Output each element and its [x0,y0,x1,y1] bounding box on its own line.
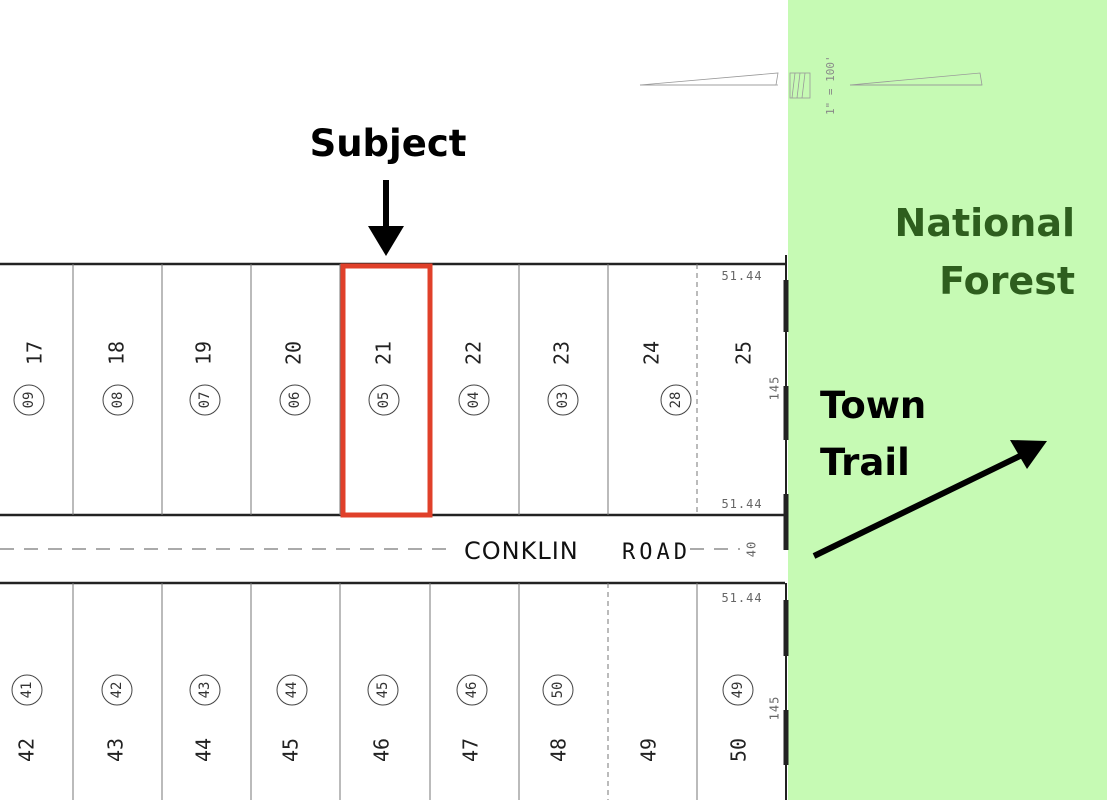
parcel-marker: 49 [722,674,754,706]
parcel-number: 43 [197,682,213,699]
lot-number: 47 [459,738,483,762]
parcel-number: 07 [197,392,213,409]
conklin-road [0,548,785,585]
lot-number: 48 [547,738,571,762]
parcel-marker: 06 [279,384,311,416]
parcel-number: 50 [550,682,566,699]
lot-number: 42 [15,738,39,762]
parcel-number: 45 [375,682,391,699]
frontage-dimension: 51.44 [721,591,762,605]
parcel-number: 42 [109,682,125,699]
arrow-up-right-icon [812,440,1047,559]
lot-number: 20 [282,341,306,365]
parcel-number: 44 [284,682,300,699]
parcel-number: 41 [19,682,35,699]
lot-number: 43 [104,738,128,762]
bottom-block [72,583,789,800]
lot-number: 22 [462,341,486,365]
scale-label: 1" = 100' [824,55,837,115]
parcel-number: 08 [110,392,126,409]
parcel-marker: 04 [458,384,490,416]
lot-number: 19 [192,341,216,365]
depth-dimension: 145 [768,376,782,401]
subject-label: Subject [310,122,467,165]
parcel-number: 03 [555,392,571,409]
subject-lot-outline [340,263,433,518]
frontage-dimension: 51.44 [721,497,762,511]
town-trail-label-line2: Trail [820,441,910,484]
national-forest-label-line1: National [895,201,1075,245]
road-name: CONKLIN [464,537,579,565]
parcel-marker: 42 [101,674,133,706]
parcel-marker: 08 [102,384,134,416]
lot-number: 17 [23,341,47,365]
national-forest-label-line2: Forest [939,259,1075,303]
parcel-marker: 43 [189,674,221,706]
lot-number: 49 [637,738,661,762]
parcel-number: 28 [668,392,684,409]
lot-number: 18 [105,341,129,365]
parcel-number: 49 [730,682,746,699]
parcel-marker: 46 [456,674,488,706]
parcel-number: 04 [466,392,482,409]
parcel-number: 46 [464,682,480,699]
scale-bar-icon [639,72,983,99]
lot-number: 23 [550,341,574,365]
parcel-marker: 09 [13,384,45,416]
parcel-marker: 07 [189,384,221,416]
parcel-marker: 41 [11,674,43,706]
lot-number: 44 [192,738,216,762]
parcel-number: 09 [21,392,37,409]
arrow-down-icon [368,180,404,256]
lot-number: 46 [370,738,394,762]
town-trail-label-line1: Town [820,384,926,427]
lot-number: 50 [727,738,751,762]
parcel-marker: 05 [368,384,400,416]
depth-dimension: 145 [768,696,782,721]
parcel-marker: 28 [660,384,692,416]
parcel-marker: 45 [367,674,399,706]
parcel-number: 06 [287,392,303,409]
parcel-number: 05 [376,392,392,409]
road-name: ROAD [622,540,691,565]
lot-number: 25 [732,341,756,365]
lot-number: 45 [279,738,303,762]
lot-number: 24 [640,341,664,365]
parcel-marker: 03 [547,384,579,416]
road-width-dimension: 40 [745,541,759,557]
parcel-marker: 44 [276,674,308,706]
lot-number: 21 [372,341,396,365]
frontage-dimension: 51.44 [721,269,762,283]
parcel-marker: 50 [542,674,574,706]
national-forest-area [788,0,1107,800]
